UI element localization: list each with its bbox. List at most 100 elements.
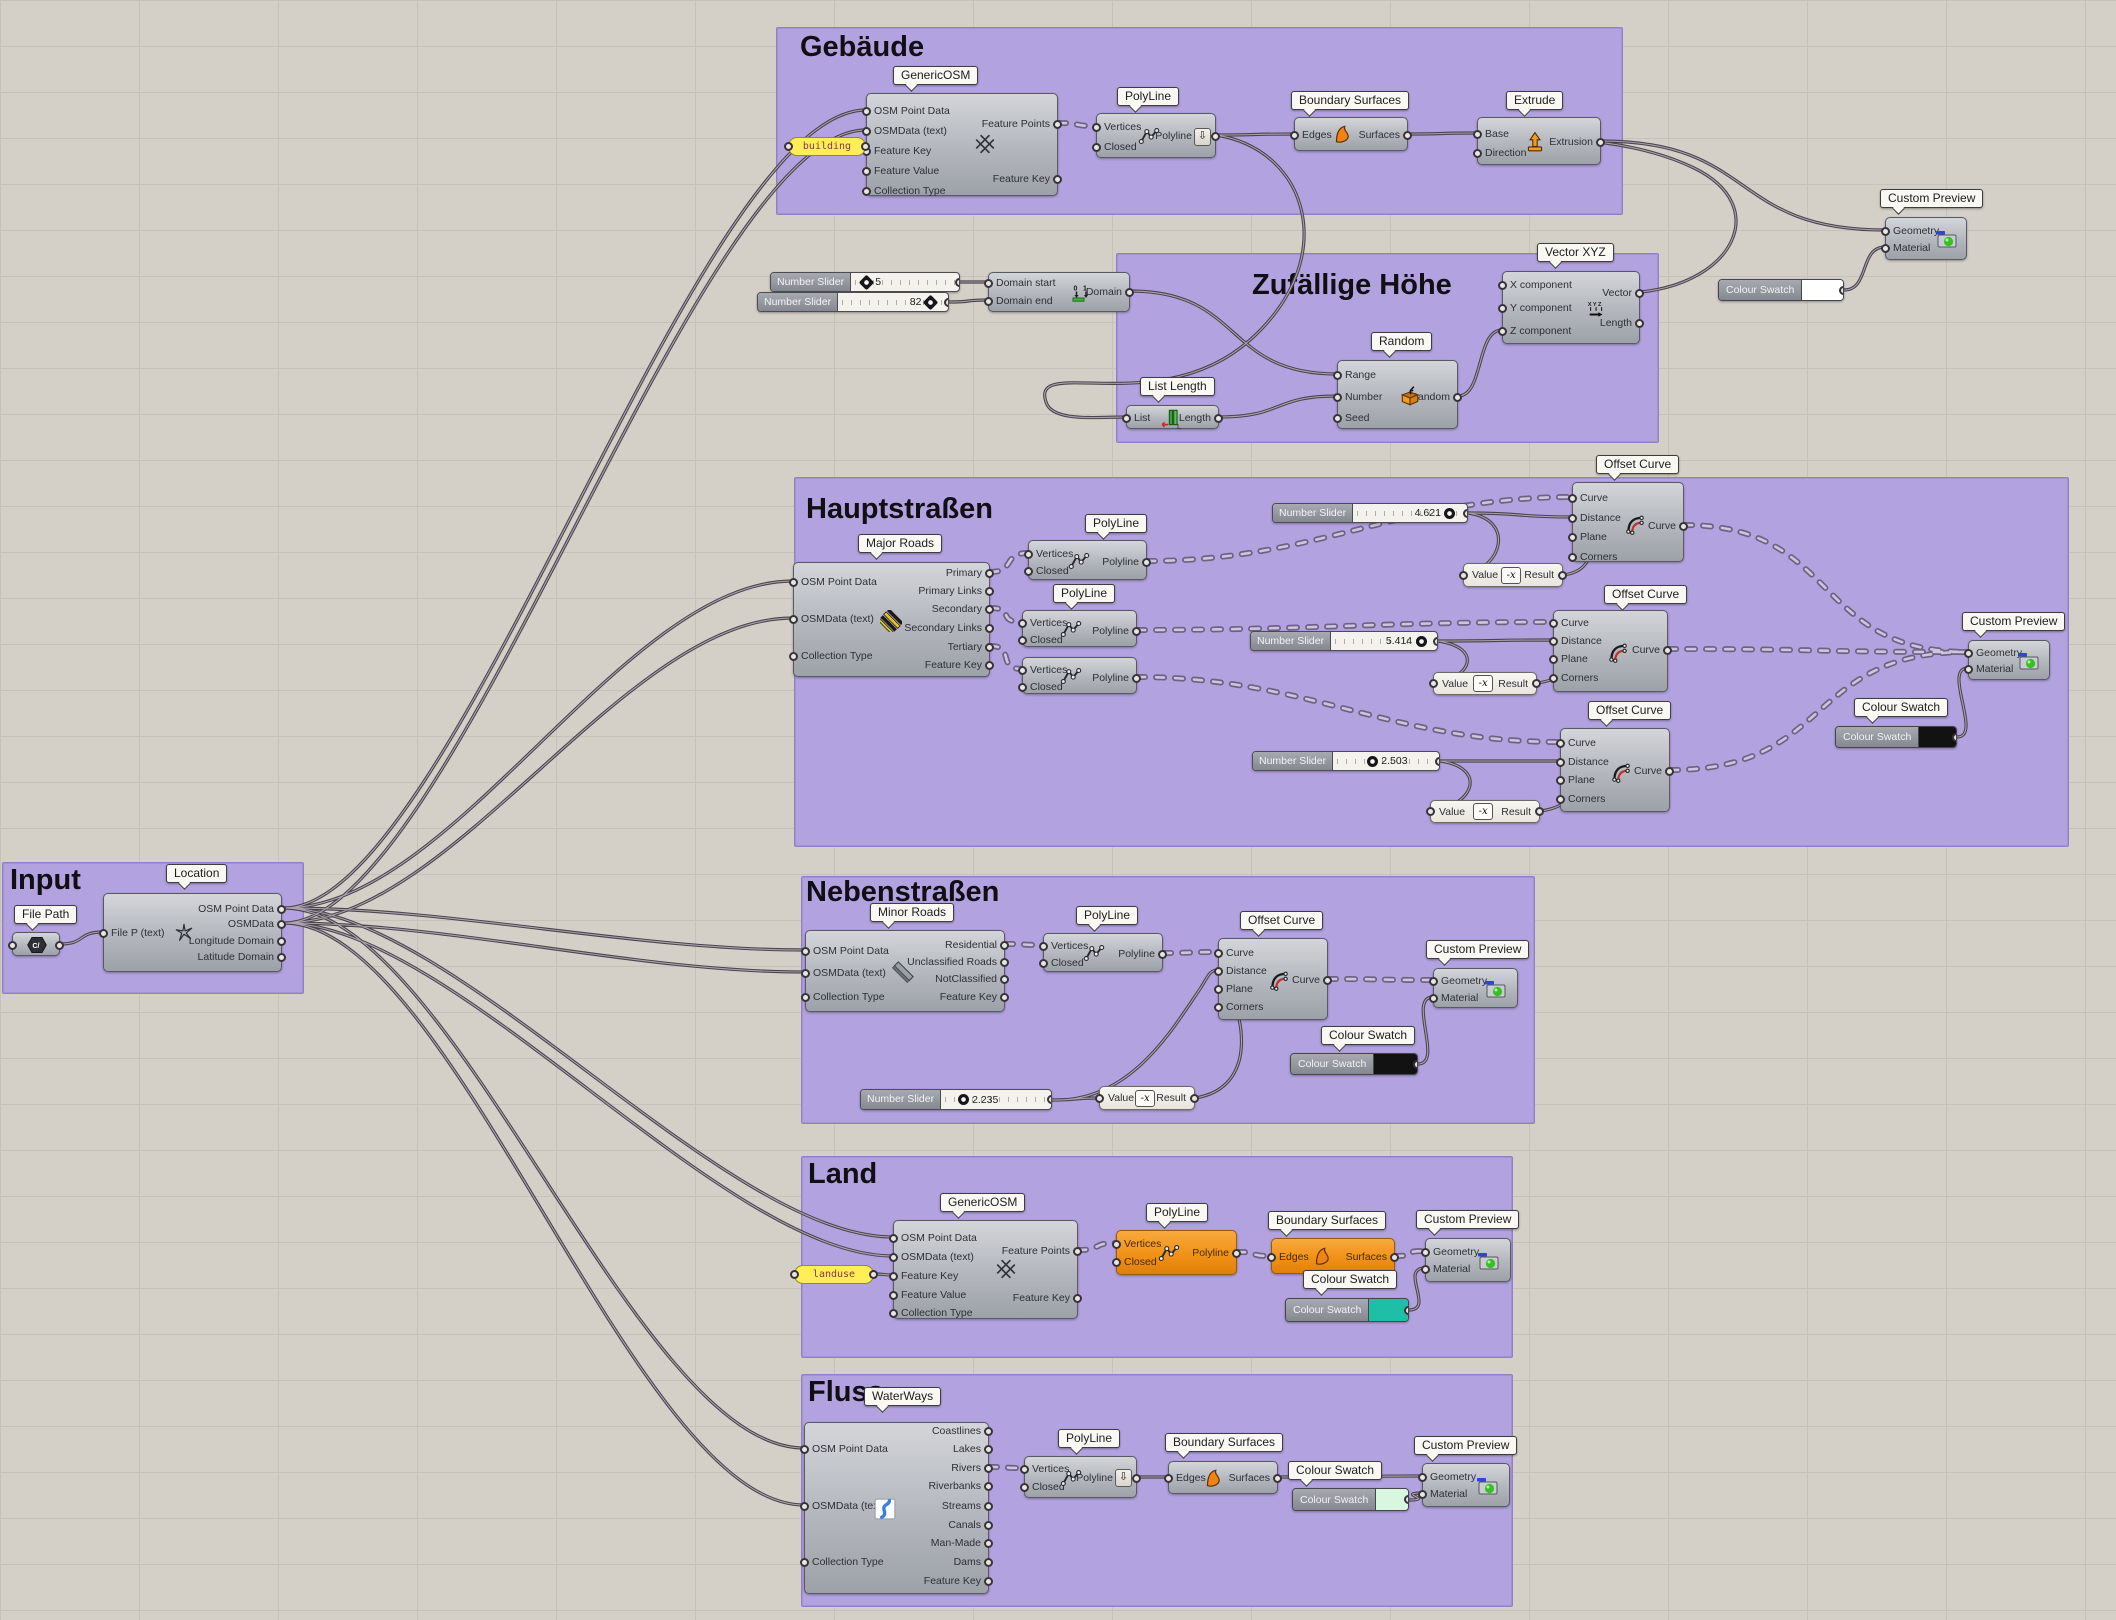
input-port-offset_n-0[interactable] (1214, 948, 1223, 958)
output-port-swatch_n[interactable] (1413, 1059, 1417, 1069)
output-port-expr_2[interactable] (1532, 679, 1541, 688)
input-port-poly_l-1[interactable] (1112, 1257, 1121, 1267)
input-port-offset_2-1[interactable] (1549, 636, 1558, 646)
input-port-list_length-0[interactable] (1122, 413, 1131, 423)
output-port-slider_4621[interactable] (1463, 508, 1467, 518)
input-port-domain-1[interactable] (984, 296, 993, 306)
slider-knob-slider_5414[interactable] (1415, 635, 1427, 647)
input-port-gosm_g-0[interactable] (862, 106, 871, 116)
output-port-surf_l-0[interactable] (1390, 1252, 1399, 1262)
input-port-offset_n-3[interactable] (1214, 1002, 1223, 1012)
output-port-waterways-7[interactable] (984, 1557, 993, 1567)
output-port-surf_f-0[interactable] (1273, 1473, 1282, 1483)
input-port-vector_xyz-1[interactable] (1498, 303, 1507, 313)
input-port-offset_3-0[interactable] (1556, 738, 1565, 748)
input-port-random-2[interactable] (1333, 413, 1342, 423)
input-port-offset_2-2[interactable] (1549, 654, 1558, 664)
input-port-offset_n-1[interactable] (1214, 966, 1223, 976)
input-port-gosm_l-2[interactable] (889, 1271, 898, 1281)
input-port-poly_f-1[interactable] (1020, 1482, 1029, 1492)
slider-knob-slider_2503[interactable] (1366, 755, 1378, 767)
output-port-panel_building[interactable] (861, 142, 870, 151)
input-port-poly_l-0[interactable] (1112, 1239, 1121, 1249)
output-port-swatch_h[interactable] (1952, 732, 1956, 742)
output-port-file_path-0[interactable] (55, 940, 64, 950)
input-port-surf_g-0[interactable] (1290, 130, 1299, 140)
output-port-major_roads-0[interactable] (985, 568, 994, 578)
input-port-major_roads-0[interactable] (789, 577, 798, 587)
output-port-minor_roads-0[interactable] (1000, 940, 1009, 950)
swatch-color-swatch_h[interactable] (1919, 727, 1956, 747)
node-file_path[interactable]: C/ (8, 932, 64, 956)
input-port-offset_3-2[interactable] (1556, 775, 1565, 785)
input-port-major_roads-2[interactable] (789, 651, 798, 661)
output-port-waterways-8[interactable] (984, 1576, 993, 1586)
input-port-gosm_l-0[interactable] (889, 1233, 898, 1243)
input-port-expr_2[interactable] (1429, 679, 1438, 688)
output-port-minor_roads-1[interactable] (1000, 957, 1009, 967)
output-port-random-0[interactable] (1453, 392, 1462, 402)
node-swatch_n[interactable]: Colour Swatch (1290, 1053, 1418, 1075)
input-port-gosm_g-1[interactable] (862, 126, 871, 136)
input-port-poly_h3-1[interactable] (1018, 682, 1027, 692)
flatten-arrow-icon[interactable]: ⇩ (1115, 1469, 1132, 1487)
output-port-waterways-1[interactable] (984, 1444, 993, 1454)
input-port-offset_1-2[interactable] (1568, 532, 1577, 542)
output-port-list_length-0[interactable] (1214, 413, 1223, 423)
input-port-gosm_l-3[interactable] (889, 1290, 898, 1300)
input-port-poly_h3-0[interactable] (1018, 665, 1027, 675)
slider-track-slider_4621[interactable]: 4.621 (1353, 504, 1467, 522)
input-port-panel_building[interactable] (784, 142, 793, 151)
output-port-gosm_l-1[interactable] (1073, 1293, 1082, 1303)
input-port-poly_g-1[interactable] (1092, 142, 1101, 152)
input-port-waterways-2[interactable] (800, 1557, 809, 1567)
output-port-surf_g-0[interactable] (1403, 130, 1412, 140)
input-port-cp_f-1[interactable] (1418, 1489, 1427, 1499)
output-port-slider_2503[interactable] (1435, 756, 1439, 766)
slider-track-slider_5414[interactable]: 5.414 (1331, 632, 1437, 650)
input-port-domain-0[interactable] (984, 278, 993, 288)
input-port-extrude-0[interactable] (1473, 129, 1482, 139)
slider-knob-slider_4621[interactable] (1444, 507, 1456, 519)
output-port-expr_3[interactable] (1535, 807, 1544, 816)
input-port-offset_2-3[interactable] (1549, 673, 1558, 683)
node-swatch_l[interactable]: Colour Swatch (1285, 1298, 1409, 1322)
input-port-gosm_l-4[interactable] (889, 1308, 898, 1318)
output-port-extrude-0[interactable] (1596, 137, 1605, 147)
swatch-color-swatch_l[interactable] (1369, 1299, 1408, 1321)
output-port-minor_roads-2[interactable] (1000, 974, 1009, 984)
output-port-poly_n-0[interactable] (1158, 949, 1167, 959)
output-port-minor_roads-3[interactable] (1000, 992, 1009, 1002)
input-port-poly_g-0[interactable] (1092, 122, 1101, 132)
input-port-minor_roads-1[interactable] (801, 968, 810, 978)
input-port-offset_1-3[interactable] (1568, 552, 1577, 562)
input-port-poly_n-0[interactable] (1039, 941, 1048, 951)
input-port-poly_f-0[interactable] (1020, 1464, 1029, 1474)
input-port-poly_h2-0[interactable] (1018, 618, 1027, 628)
output-port-swatch_top[interactable] (1839, 285, 1843, 295)
input-port-offset_1-0[interactable] (1568, 493, 1577, 503)
output-port-waterways-6[interactable] (984, 1538, 993, 1548)
input-port-minor_roads-0[interactable] (801, 946, 810, 956)
output-port-gosm_l-0[interactable] (1073, 1246, 1082, 1256)
input-port-extrude-1[interactable] (1473, 148, 1482, 158)
output-port-waterways-4[interactable] (984, 1501, 993, 1511)
